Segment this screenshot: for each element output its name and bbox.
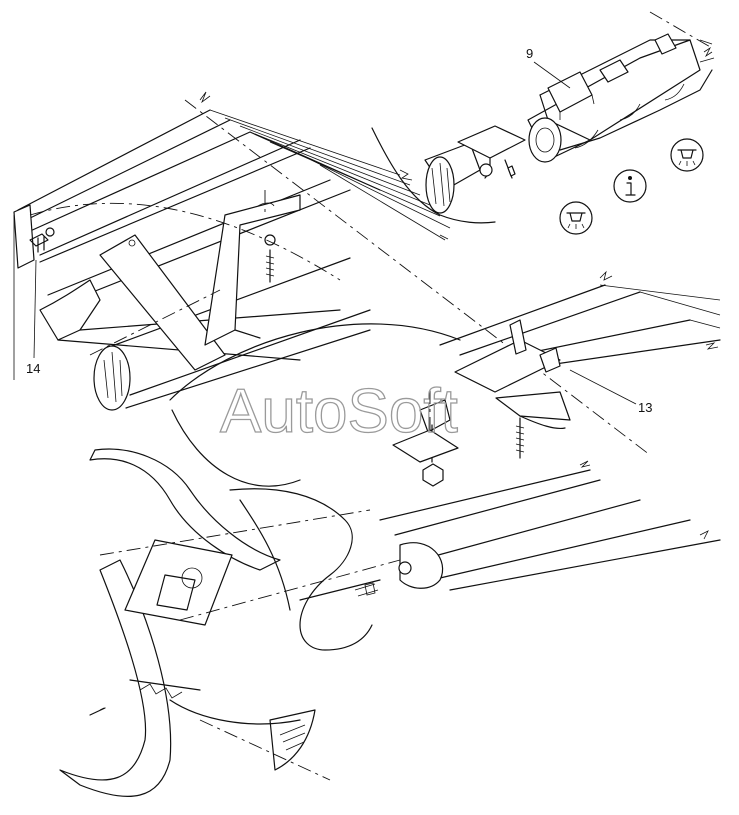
info-icon	[613, 169, 647, 203]
rail-clamp-assembly	[392, 270, 721, 487]
lower-trim-assembly	[59, 448, 721, 797]
ceiling-lamp-icon	[670, 138, 704, 172]
watermark-text: AutoSoft	[220, 377, 458, 446]
callout-13: 13	[569, 369, 652, 415]
callout-9-label: 9	[526, 46, 533, 61]
ceiling-lamp-icon	[559, 201, 593, 235]
callout-14: 14	[26, 259, 40, 376]
callout-14-label: 14	[26, 361, 40, 376]
roof-rail-assembly	[13, 91, 651, 487]
lamp-housing-detail	[371, 11, 715, 224]
callout-9: 9	[526, 46, 571, 89]
callout-13-label: 13	[638, 400, 652, 415]
